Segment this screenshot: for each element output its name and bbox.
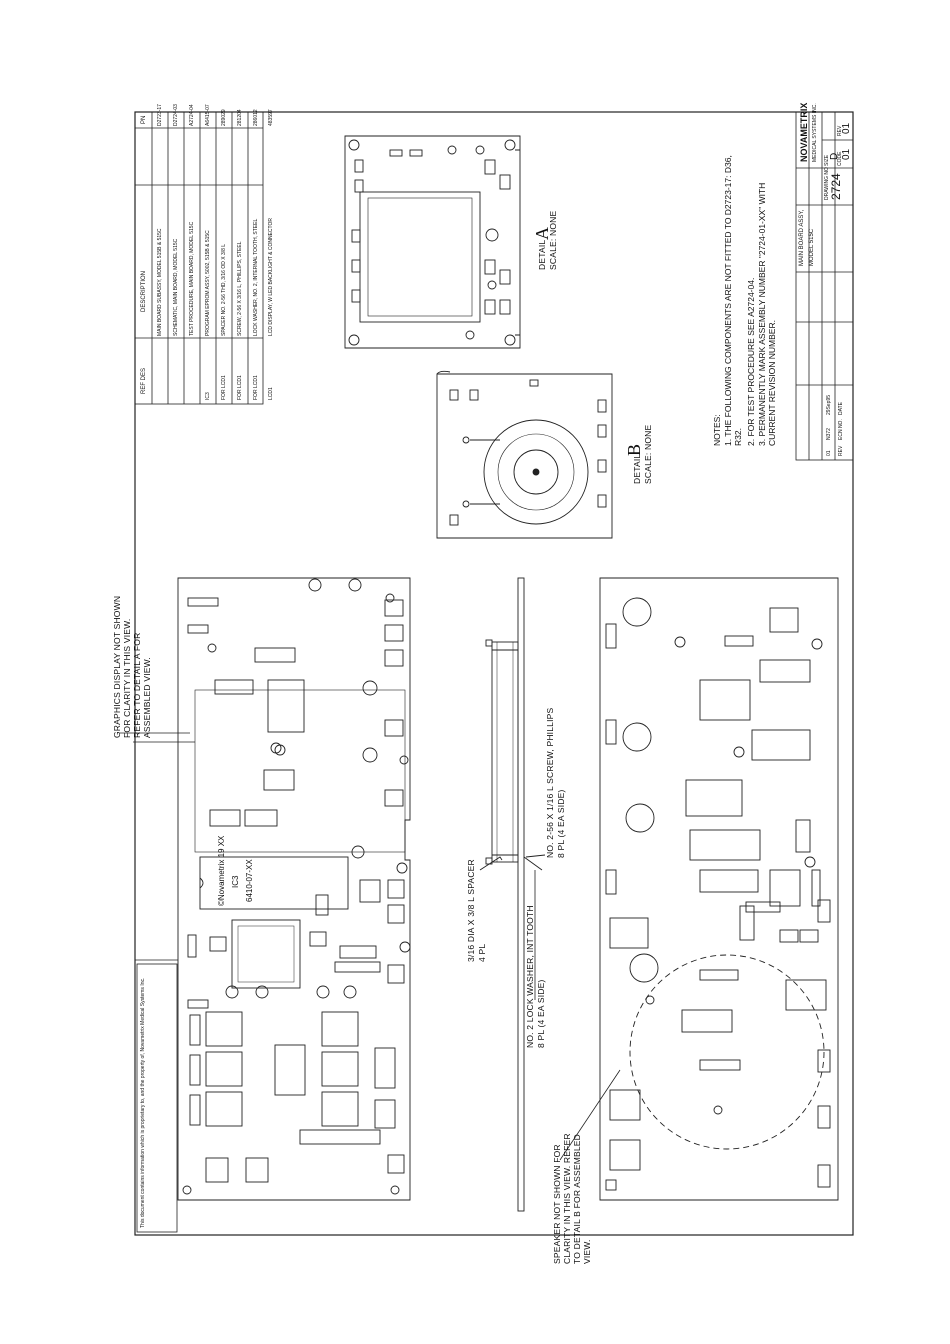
callout-speaker-2: CLARITY IN THIS VIEW. REFER xyxy=(562,1133,572,1264)
title-line-1: MAIN BOARD ASSY, xyxy=(799,209,805,266)
drawing-number: 2724 xyxy=(829,173,843,200)
parts-table-grid xyxy=(134,111,264,405)
company-name: NOVAMETRIX xyxy=(799,102,809,162)
main-board-solder-side xyxy=(599,577,839,1201)
parts-table-header-description: DESCRIPTION xyxy=(141,270,147,312)
rev-header-date: DATE xyxy=(838,402,844,415)
parts-row-5-ref: FOR LCD1 xyxy=(221,375,227,400)
callout-screw-2: 8 PL (4 EA SIDE) xyxy=(556,789,566,858)
note-1a: 1. THE FOLLOWING COMPONENTS ARE NOT FITT… xyxy=(723,155,733,446)
callout-graphics-3: REFER TO DETAIL A FOR xyxy=(132,632,142,738)
parts-row-5-pn: 289029 xyxy=(221,109,227,126)
drawing-border xyxy=(134,111,854,1236)
parts-row-2-desc: SCHEMATIC, MAIN BOARD, MODEL 515C xyxy=(173,238,179,336)
detail-b-scale: SCALE: NONE xyxy=(643,424,653,484)
eprom-brand: ©Novametrix 19 XX xyxy=(217,835,226,906)
parts-row-4-pn: A6415-07 xyxy=(205,104,211,126)
detail-a-board xyxy=(344,135,521,349)
callout-lockwasher-2: 8 PL (4 EA SIDE) xyxy=(536,979,546,1048)
callout-speaker-1: SPEAKER NOT SHOWN FOR xyxy=(552,1144,562,1264)
parts-row-1-desc: MAIN BOARD SUBASSY, MODEL 515B & 515C xyxy=(157,228,163,336)
callout-graphics-2: FOR CLARITY IN THIS VIEW. xyxy=(122,618,132,738)
parts-row-4-ref: IC3 xyxy=(205,392,211,400)
proprietary-box xyxy=(136,963,178,1233)
parts-table-header-ref-des: REF DES xyxy=(141,367,147,394)
parts-row-8-desc: LCD DISPLAY, W LED BACKLIGHT & CONNECTOR xyxy=(268,218,274,336)
callout-spacer-2: 4 PL xyxy=(477,943,487,962)
parts-row-7-ref: FOR LCD1 xyxy=(253,375,259,400)
parts-row-6-desc: SCREW, 2-56 X 3/16 L, PHILLIPS, STEEL xyxy=(237,241,243,337)
parts-row-6-pn: 281204 xyxy=(237,109,243,126)
note-2: 2. FOR TEST PROCEDURE SEE A2724-04. xyxy=(746,277,756,446)
parts-row-3-pn: A2724-04 xyxy=(189,104,195,126)
detail-a-title: DETAIL xyxy=(537,239,547,270)
callout-spacer-1: 3/16 DIA X 3/8 L SPACER xyxy=(466,859,476,962)
detail-b-title: DETAIL xyxy=(632,453,642,484)
main-board-component-side xyxy=(177,577,411,1201)
rev-header-rev: REV xyxy=(838,445,844,456)
parts-row-8-pn: 483597 xyxy=(268,109,274,126)
parts-table-header-pn: PN xyxy=(141,115,147,124)
parts-row-2-pn: D2724-03 xyxy=(173,104,179,126)
rev-value: 01 xyxy=(841,122,852,134)
eprom-ref: IC3 xyxy=(231,875,240,888)
callout-leaders xyxy=(120,732,621,1161)
notes-heading: NOTES: xyxy=(712,414,722,446)
eprom-part: 6410-07-XX xyxy=(245,859,254,902)
company-sub: MEDICAL SYSTEMS INC. xyxy=(812,103,818,162)
callout-graphics-4: ASSEMBLED VIEW. xyxy=(142,657,152,738)
note-3b: CURRENT REVISION NUMBER. xyxy=(767,320,777,446)
detail-b-board xyxy=(436,370,613,539)
rev-row-date: 29Sep95 xyxy=(826,394,832,415)
parts-row-8-ref: LCD1 xyxy=(268,387,274,400)
callout-lockwasher-1: NO. 2 LOCK WASHER, INT TOOTH xyxy=(525,905,535,1048)
detail-a-scale: SCALE: NONE xyxy=(548,210,558,270)
proprietary-notice: This document contains information which… xyxy=(140,977,146,1228)
callout-screw-1: NO. 2-56 X 1/16 L SCREW, PHILLIPS xyxy=(545,707,555,858)
callout-speaker-4: VIEW. xyxy=(582,1239,592,1264)
note-1b: R32. xyxy=(733,428,743,446)
parts-row-3-desc: TEST PROCEDURE, MAIN BOARD, MODEL 515C xyxy=(189,221,195,336)
callout-graphics-1: GRAPHICS DISPLAY NOT SHOWN xyxy=(112,595,122,738)
title-line-2: MODEL 515C xyxy=(809,228,815,266)
note-3a: 3. PERMANENTLY MARK ASSEMBLY NUMBER "272… xyxy=(757,182,767,446)
parts-row-4-desc: PROGRAM EPROM ASSY, 5002, 515B & 515C xyxy=(205,230,211,336)
parts-row-1-pn: D2723-17 xyxy=(157,104,163,126)
rev-row-ecn: N372 xyxy=(826,428,832,440)
rev-header-ecn: ECN NO. xyxy=(838,419,844,440)
title-block-grid xyxy=(795,111,854,461)
parts-row-7-desc: LOCK WASHER, NO. 2, INTERNAL TOOTH, STEE… xyxy=(253,218,259,336)
parts-row-7-pn: 286012 xyxy=(253,109,259,126)
lcd-side-view xyxy=(479,577,546,1212)
code-value: 01 xyxy=(841,148,852,160)
parts-row-5-desc: SPACER NO. 2-56 THD, 3/16 OD X 3/8 L xyxy=(221,243,227,336)
rev-row-rev: 01 xyxy=(826,450,832,456)
parts-row-6-ref: FOR LCD1 xyxy=(237,375,243,400)
callout-speaker-3: TO DETAIL B FOR ASSEMBLED xyxy=(572,1133,582,1264)
